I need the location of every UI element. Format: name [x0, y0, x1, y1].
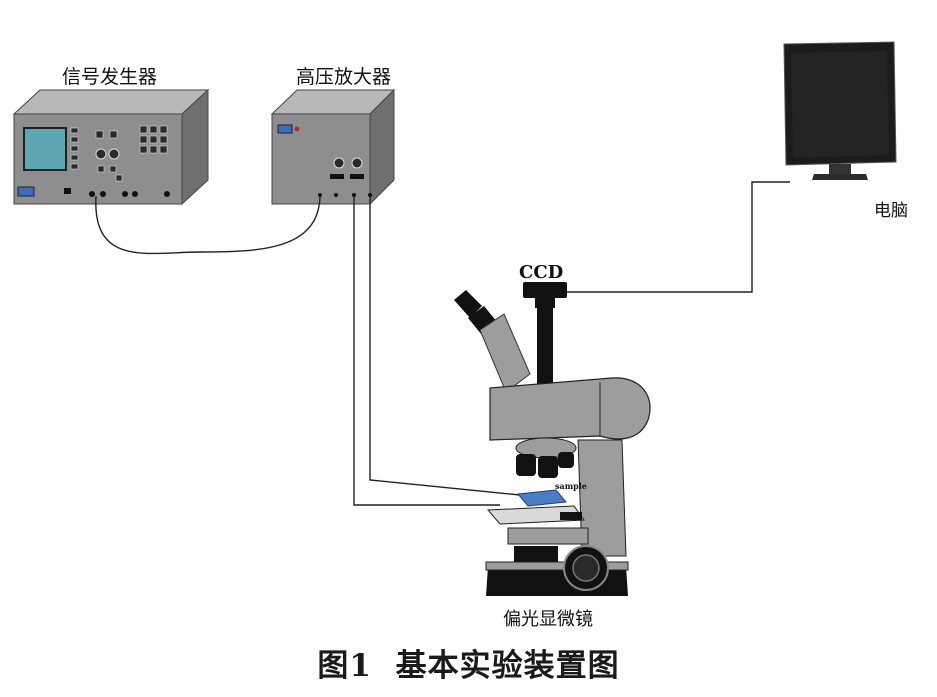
knob-icon — [108, 148, 120, 160]
computer-monitor — [783, 41, 897, 180]
polarizing-microscope — [454, 282, 651, 596]
sample-slide — [517, 489, 567, 507]
power-button — [17, 186, 35, 197]
amp-power-button — [277, 124, 293, 134]
cable-generator-amplifier — [95, 195, 321, 255]
cable-amp-upper-electrode — [369, 197, 521, 496]
ccd-camera — [523, 282, 567, 298]
figure-caption: 图1 基本实验装置图 — [317, 648, 620, 684]
knob-icon — [95, 148, 107, 160]
sample-label: sample — [555, 481, 587, 491]
knob-icon — [351, 157, 363, 169]
objective-lens — [558, 452, 574, 468]
signal-generator-label: 信号发生器 — [62, 66, 158, 88]
objective-lens — [538, 456, 558, 478]
indicator-led-icon — [294, 126, 300, 132]
ccd-label: CCD — [519, 262, 564, 283]
objective-lens — [516, 454, 536, 476]
hv-amplifier — [270, 88, 396, 206]
microscope-label: 偏光显微镜 — [503, 609, 593, 630]
computer-label: 电脑 — [874, 201, 908, 221]
cable-amp-lower-electrode — [353, 197, 500, 506]
signal-generator-screen — [23, 127, 67, 171]
cables — [95, 181, 790, 506]
cable-ccd-computer — [553, 181, 790, 293]
signal-generator — [12, 88, 210, 206]
knob-icon — [333, 157, 345, 169]
hv-amplifier-label: 高压放大器 — [296, 66, 392, 88]
